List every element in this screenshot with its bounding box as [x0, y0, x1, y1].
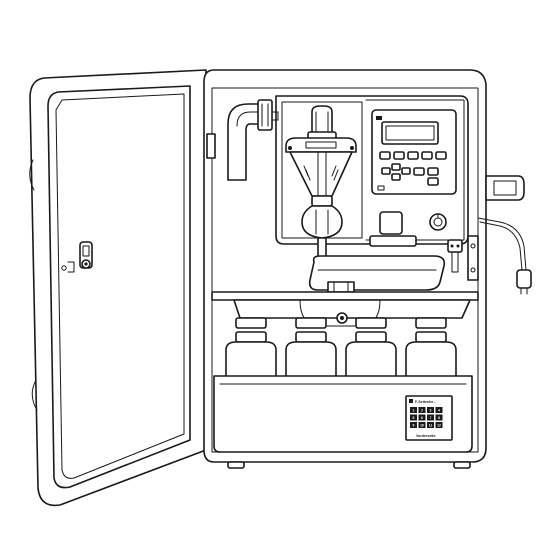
key-left[interactable] [382, 168, 390, 174]
key-1[interactable] [380, 152, 390, 159]
key-3[interactable] [408, 152, 418, 159]
key-right[interactable] [402, 168, 410, 174]
open-door [30, 70, 206, 505]
rotary-switch[interactable] [430, 214, 446, 230]
key-5[interactable] [436, 152, 446, 159]
legend-number: 8 [438, 416, 440, 420]
hose-clamp [258, 100, 272, 130]
key-down[interactable] [392, 174, 400, 180]
legend-number: 11 [429, 423, 433, 427]
legend-title: F-Seitenhe... [415, 400, 436, 404]
side-handle[interactable] [486, 176, 524, 200]
key-8[interactable] [428, 178, 438, 185]
legend-number: 1 [413, 408, 415, 412]
control-panel [372, 110, 456, 194]
foot-left [228, 462, 244, 468]
power-plug-icon[interactable] [517, 270, 531, 288]
legend-number: 2 [421, 408, 423, 412]
key-6[interactable] [414, 168, 424, 175]
module-slot [380, 212, 402, 234]
legend-number: 12 [437, 423, 441, 427]
legend-number: 10 [420, 423, 424, 427]
legend-number: 9 [413, 423, 415, 427]
legend-number: 6 [421, 416, 423, 420]
key-2[interactable] [394, 152, 404, 159]
legend-number: 5 [413, 416, 415, 420]
shelf [212, 292, 478, 300]
legend-number: 7 [430, 416, 432, 420]
foot-right [454, 462, 470, 468]
lcd-display [382, 122, 438, 144]
key-up[interactable] [392, 164, 400, 170]
legend-number: 4 [438, 408, 440, 412]
key-4[interactable] [422, 152, 432, 159]
legend-footer: Vorderseite [416, 434, 436, 438]
legend-number: 3 [430, 408, 432, 412]
key-7[interactable] [428, 168, 438, 175]
distributor [310, 256, 445, 292]
